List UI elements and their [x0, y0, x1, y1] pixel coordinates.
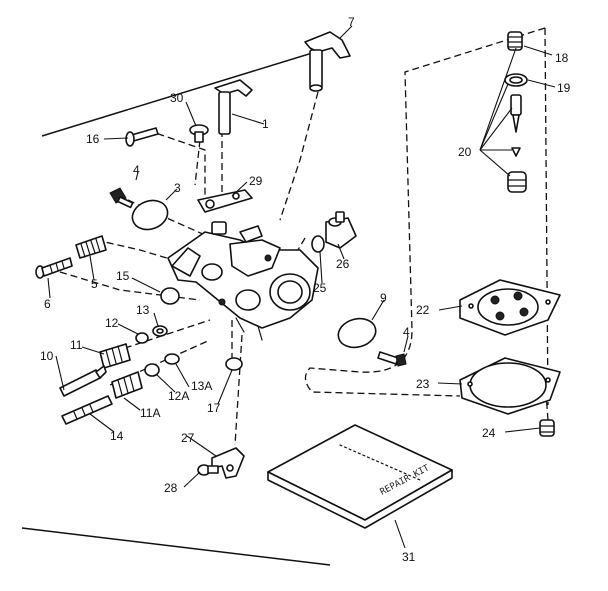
callout-22: 22	[416, 303, 430, 317]
needle-valve-20b	[511, 147, 521, 157]
callout-6: 6	[44, 297, 51, 311]
needle-valve-20a	[510, 94, 522, 133]
assembly-line-5	[95, 239, 181, 263]
callout-26: 26	[336, 257, 350, 271]
shaft-pin-16	[125, 127, 159, 147]
callout-31: 31	[402, 550, 416, 564]
throttle-plate-9	[337, 317, 377, 349]
callout-18: 18	[555, 51, 569, 65]
choke-shaft-1	[214, 79, 253, 135]
repair-kit-box-31: REPAIR KIT	[267, 424, 453, 529]
callout-29: 29	[249, 174, 263, 188]
carburetor-body	[167, 221, 319, 341]
assembly-line-30	[194, 139, 201, 186]
callout-9: 9	[380, 291, 387, 305]
callout-14: 14	[110, 429, 124, 443]
gasket-23	[459, 357, 561, 415]
needle-seat-20c	[507, 171, 527, 193]
assembly-line-7	[279, 91, 319, 221]
idle-screw-6	[35, 257, 73, 279]
plug-15	[160, 287, 180, 305]
screw-28	[197, 464, 219, 476]
washer-13a	[164, 353, 180, 365]
spring-5	[75, 235, 107, 259]
callout-5: 5	[91, 277, 98, 291]
callout-19: 19	[557, 81, 571, 95]
screw-4-left	[109, 187, 134, 209]
seal-17	[225, 357, 243, 371]
diaphragm-22	[459, 279, 561, 336]
callout-4-left: 4	[133, 163, 140, 177]
assembly-line-16	[146, 129, 206, 195]
lever-29	[197, 189, 253, 213]
callout-11a: 11A	[140, 406, 160, 420]
callout-13a: 13A	[191, 379, 212, 393]
needle-10	[59, 365, 107, 397]
callout-12: 12	[105, 316, 119, 330]
bottom-frame-rule	[21, 527, 331, 566]
top-frame-rule	[41, 45, 336, 137]
callout-28: 28	[164, 481, 178, 495]
screw-30	[189, 124, 209, 143]
screw-24	[539, 419, 555, 437]
callout-25: 25	[313, 281, 327, 295]
screw-4-right	[377, 351, 407, 367]
throttle-lever-7	[304, 31, 351, 92]
spring-18	[507, 31, 523, 51]
callout-4-right: 4	[403, 325, 410, 339]
callout-27: 27	[181, 431, 195, 445]
callout-13: 13	[136, 303, 150, 317]
spring-11a	[111, 371, 143, 399]
callout-15: 15	[116, 269, 130, 283]
spring-11	[99, 343, 131, 369]
callout-10: 10	[40, 349, 54, 363]
assembly-line-27	[234, 334, 243, 446]
callout-30: 30	[170, 91, 184, 105]
callout-16: 16	[86, 132, 100, 146]
fuel-inlet-26	[325, 211, 357, 249]
callout-20: 20	[458, 145, 472, 159]
assembly-line-11	[103, 319, 211, 356]
gasket-25	[311, 235, 325, 253]
kit-group-outline	[304, 27, 546, 397]
choke-plate-3	[131, 199, 169, 231]
needle-14	[61, 395, 113, 425]
kit-group-outline-right	[544, 27, 549, 406]
callout-11: 11	[70, 338, 83, 352]
callout-17: 17	[207, 401, 221, 415]
assembly-line-11a	[109, 339, 211, 386]
callout-24: 24	[482, 426, 496, 440]
callout-7: 7	[348, 15, 355, 29]
leader-lines	[47, 25, 556, 549]
washer-12a	[144, 363, 160, 377]
callout-23: 23	[416, 377, 430, 391]
washer-12	[135, 332, 149, 344]
callout-12a: 12A	[168, 389, 189, 403]
callout-1: 1	[262, 117, 269, 131]
callout-3: 3	[174, 181, 181, 195]
